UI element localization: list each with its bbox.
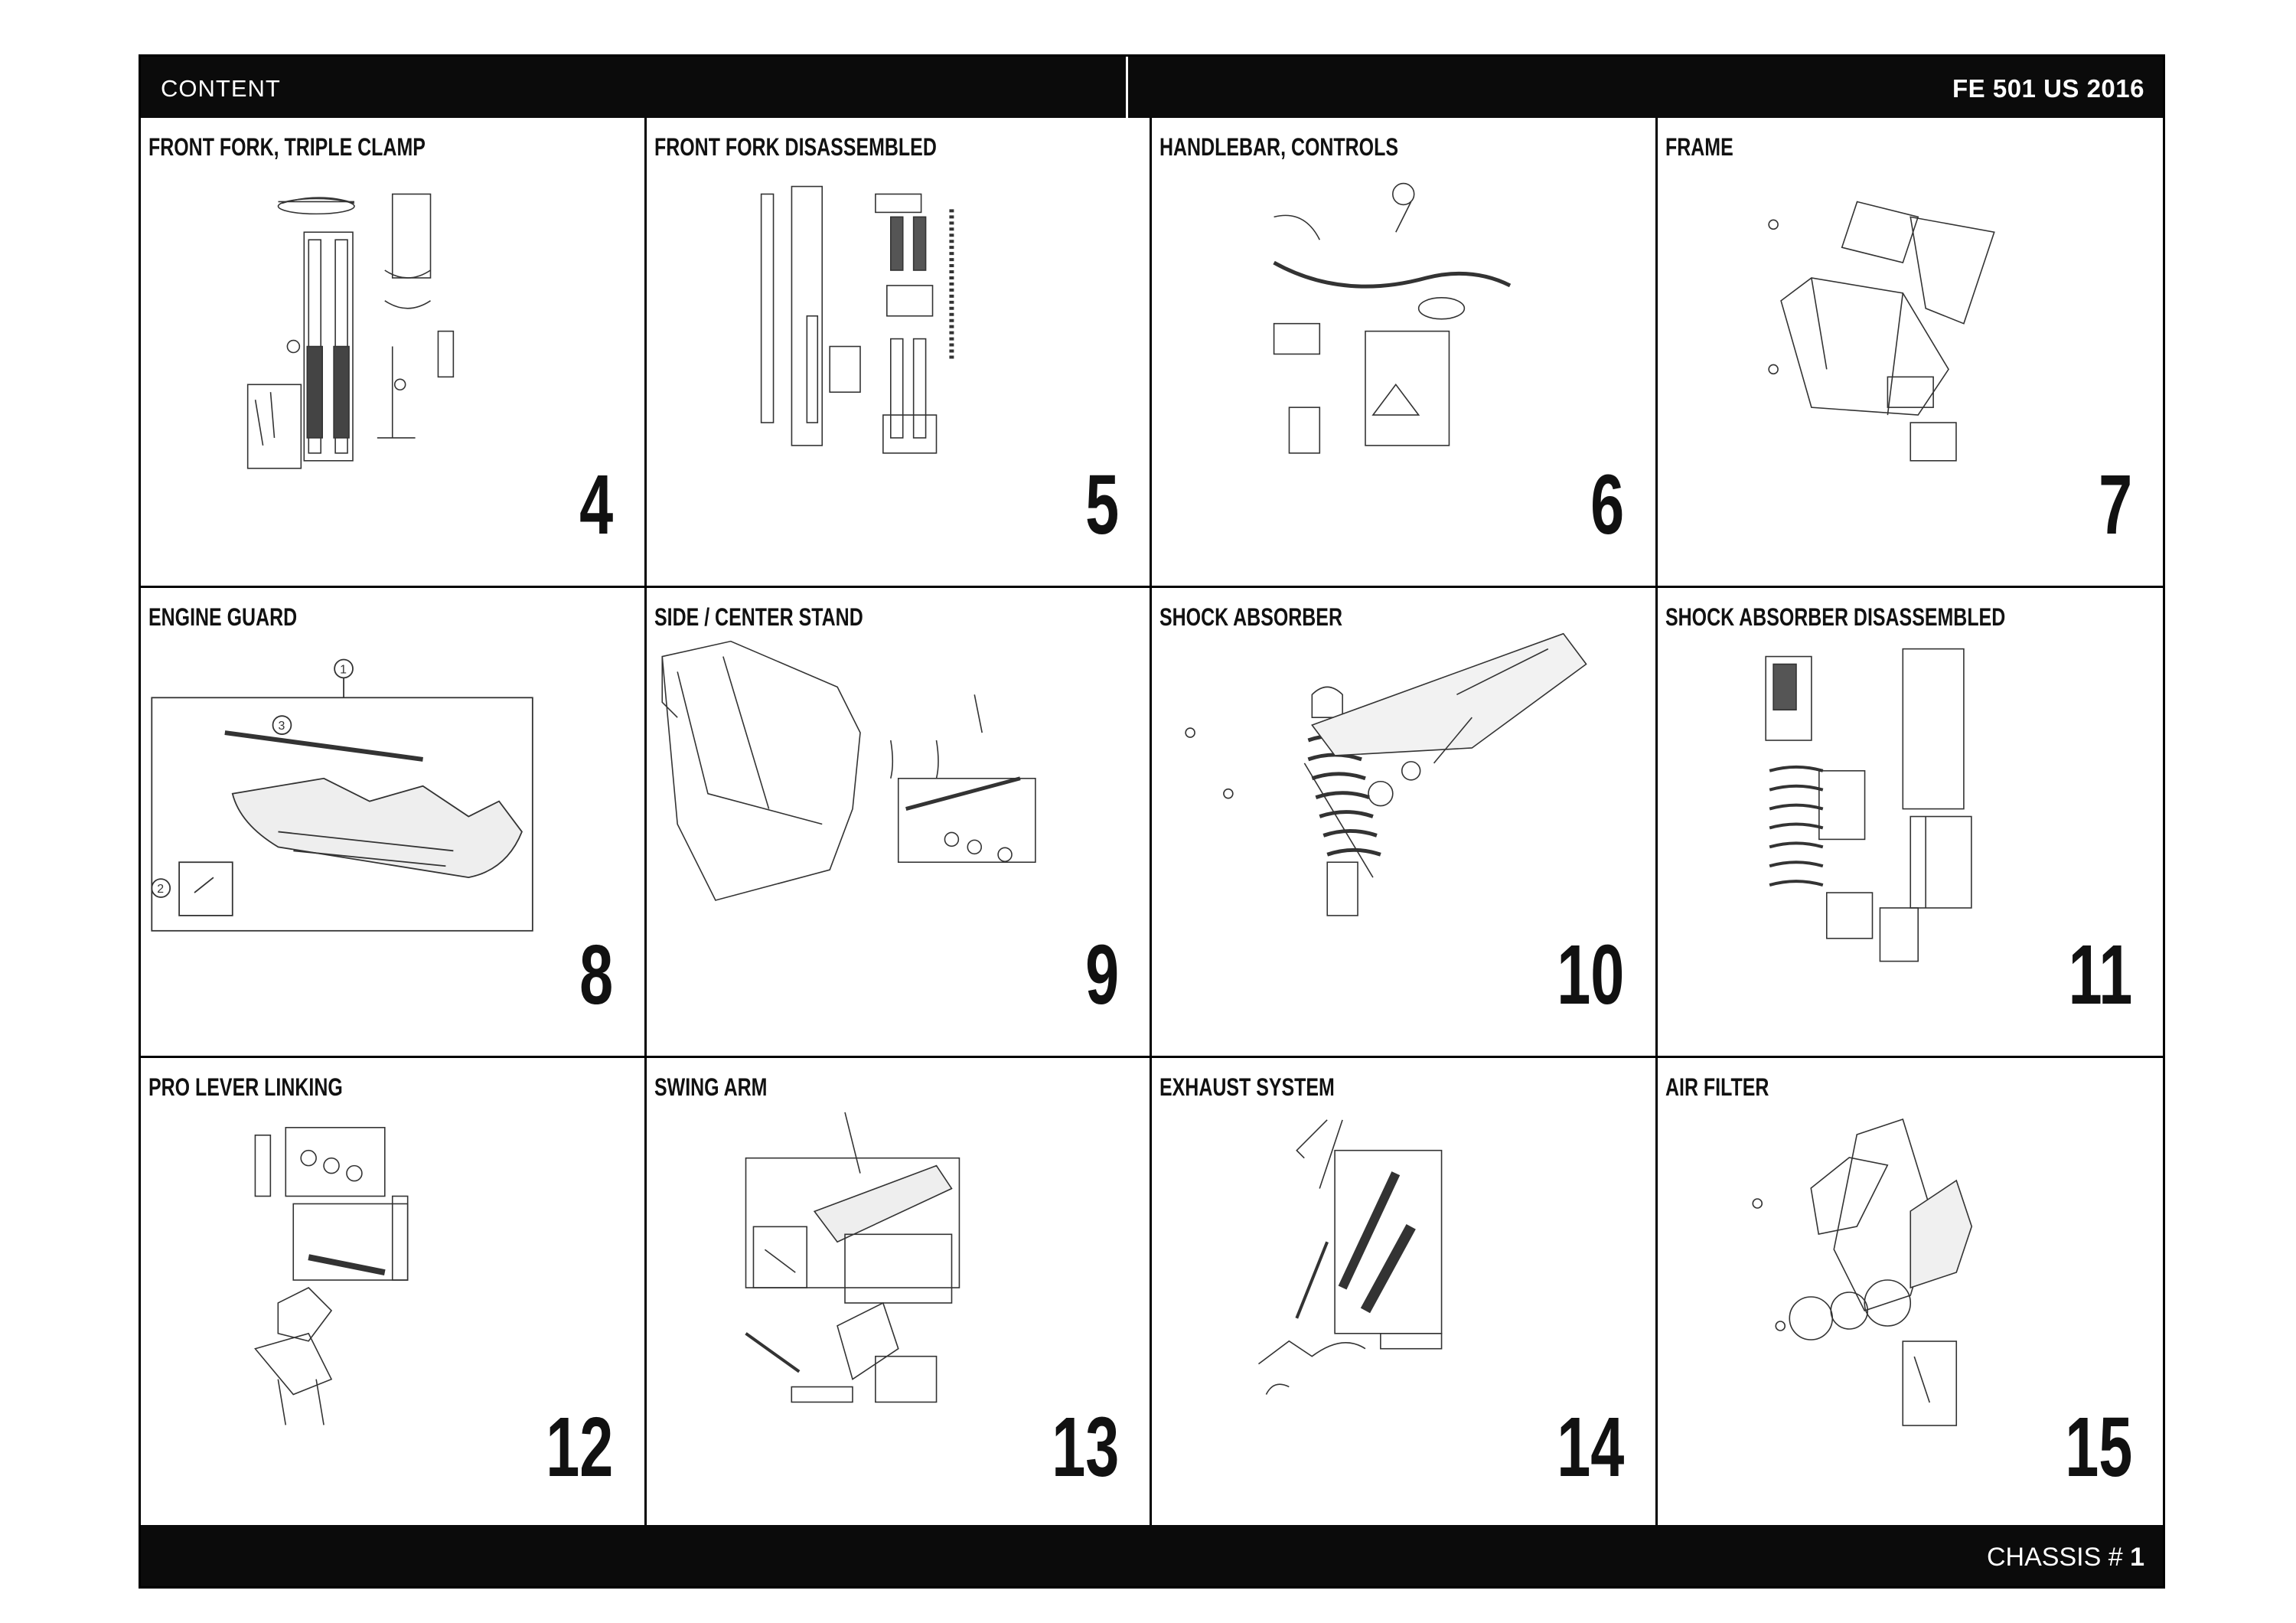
side-center-stand-drawing xyxy=(647,588,1150,1056)
section-title: AIR FILTER xyxy=(1665,1073,1769,1101)
section-page-number: 8 xyxy=(579,928,614,1022)
pro-lever-linking-drawing xyxy=(141,1058,644,1528)
header-divider xyxy=(1126,57,1128,118)
catalog-page: CONTENT FE 501 US 2016 xyxy=(139,54,2165,1589)
section-cell-shock-absorber[interactable]: SHOCK ABSORBER 10 xyxy=(1152,588,1658,1058)
section-page-number: 10 xyxy=(1557,928,1625,1022)
section-title: FRAME xyxy=(1665,133,1733,161)
section-page-number: 15 xyxy=(2064,1400,2132,1494)
section-page-number: 9 xyxy=(1084,928,1119,1022)
section-cell-engine-guard[interactable]: 1 3 2 ENGINE GUARD 8 xyxy=(141,588,647,1058)
section-page-number: 6 xyxy=(1590,458,1625,552)
content-label: CONTENT xyxy=(161,75,281,102)
section-cell-exhaust-system[interactable]: EXHAUST SYSTEM 14 xyxy=(1152,1058,1658,1528)
section-title: PRO LEVER LINKING xyxy=(148,1073,343,1101)
section-title: FRONT FORK DISASSEMBLED xyxy=(654,133,937,161)
section-cell-shock-absorber-disassembled[interactable]: SHOCK ABSORBER DISASSEMBLED 11 xyxy=(1657,588,2164,1058)
section-cell-pro-lever-linking[interactable]: PRO LEVER LINKING 12 xyxy=(141,1058,647,1528)
front-fork-triple-clamp-drawing xyxy=(141,118,644,586)
section-title: SHOCK ABSORBER xyxy=(1159,603,1342,631)
section-title: EXHAUST SYSTEM xyxy=(1159,1073,1335,1101)
engine-guard-drawing: 1 3 2 xyxy=(141,588,644,1056)
shock-absorber-drawing xyxy=(1152,588,1655,1056)
section-page-number: 11 xyxy=(2068,928,2132,1022)
header-bar: CONTENT FE 501 US 2016 xyxy=(141,57,2163,118)
handlebar-controls-drawing xyxy=(1152,118,1655,586)
section-grid: FRONT FORK, TRIPLE CLAMP 4 FRONT FO xyxy=(141,118,2163,1528)
swing-arm-drawing xyxy=(647,1058,1150,1528)
section-page-number: 12 xyxy=(546,1400,614,1494)
section-cell-front-fork-disassembled[interactable]: FRONT FORK DISASSEMBLED 5 xyxy=(646,118,1152,588)
shock-absorber-disassembled-drawing xyxy=(1658,588,2164,1056)
section-title: SWING ARM xyxy=(654,1073,767,1101)
air-filter-drawing xyxy=(1658,1058,2164,1528)
section-page-number: 5 xyxy=(1084,458,1119,552)
section-cell-swing-arm[interactable]: SWING ARM 13 xyxy=(647,1058,1152,1528)
section-page-number: 4 xyxy=(579,458,614,552)
section-page-number: 13 xyxy=(1051,1400,1119,1494)
section-cell-frame[interactable]: FRAME 7 xyxy=(1657,118,2164,588)
section-title: ENGINE GUARD xyxy=(148,603,298,631)
section-cell-front-fork-triple-clamp[interactable]: FRONT FORK, TRIPLE CLAMP 4 xyxy=(141,118,647,588)
section-title: SHOCK ABSORBER DISASSEMBLED xyxy=(1665,603,2005,631)
footer-bar: CHASSIS # 1 xyxy=(141,1525,2163,1586)
footer-page-number: 1 xyxy=(2130,1543,2144,1572)
section-cell-air-filter[interactable]: AIR FILTER 15 xyxy=(1658,1058,2164,1528)
section-page-number: 14 xyxy=(1557,1400,1625,1494)
section-cell-side-center-stand[interactable]: SIDE / CENTER STAND 9 xyxy=(646,588,1152,1058)
section-cell-handlebar-controls[interactable]: HANDLEBAR, CONTROLS 6 xyxy=(1152,118,1658,588)
model-label: FE 501 US 2016 xyxy=(1952,74,2144,103)
section-title: FRONT FORK, TRIPLE CLAMP xyxy=(148,133,426,161)
section-title: SIDE / CENTER STAND xyxy=(654,603,863,631)
svg-text:3: 3 xyxy=(278,720,285,733)
frame-drawing xyxy=(1658,118,2164,586)
exhaust-system-drawing xyxy=(1152,1058,1655,1528)
svg-text:1: 1 xyxy=(340,663,347,676)
svg-text:2: 2 xyxy=(157,883,164,896)
footer-label: CHASSIS # 1 xyxy=(1987,1525,2144,1589)
footer-section-name: CHASSIS # xyxy=(1987,1543,2123,1572)
section-title: HANDLEBAR, CONTROLS xyxy=(1159,133,1398,161)
section-page-number: 7 xyxy=(2098,458,2132,552)
front-fork-disassembled-drawing xyxy=(647,118,1150,586)
